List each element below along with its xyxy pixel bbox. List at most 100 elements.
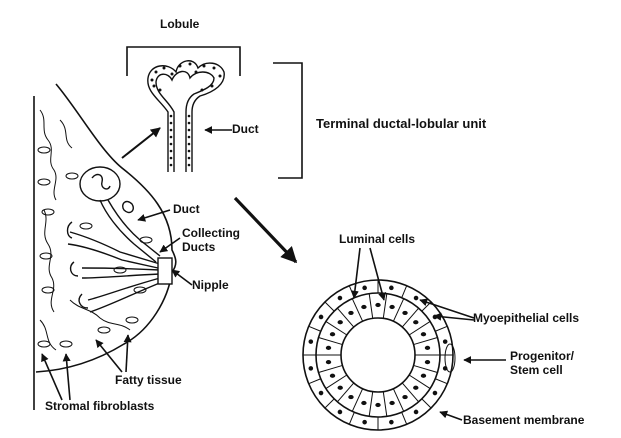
duct-cell bbox=[170, 129, 173, 132]
luminal-cell-wall bbox=[352, 299, 362, 322]
fatty-tissue-label: Fatty tissue bbox=[115, 374, 182, 388]
luminal-cells-label: Luminal cells bbox=[339, 233, 415, 247]
myoepithelial-cell-nucleus bbox=[338, 296, 342, 300]
myoepithelial-cell-wall bbox=[435, 326, 447, 331]
luminal-cell-wall bbox=[369, 392, 373, 417]
nipple-label: Nipple bbox=[192, 279, 229, 293]
luminal-cell-nucleus bbox=[403, 311, 407, 314]
tdlu-bracket bbox=[273, 63, 302, 178]
luminal-cell-nucleus bbox=[421, 374, 425, 377]
luminal-cell-nucleus bbox=[376, 303, 380, 306]
myoepithelial-cell-nucleus bbox=[390, 420, 394, 424]
luminal-cell-nucleus bbox=[326, 346, 330, 349]
duct-cell bbox=[170, 136, 173, 139]
myoepithelial-cells-label: Myoepithelial cells bbox=[473, 312, 579, 326]
luminal-cell-wall bbox=[414, 338, 438, 345]
luminal-cell-wall bbox=[319, 365, 343, 372]
lobule-cell bbox=[195, 71, 198, 74]
myoepithelial-cell-nucleus bbox=[319, 315, 323, 319]
luminal-cell-wall bbox=[383, 392, 387, 417]
luminal-cell-wall bbox=[409, 321, 430, 335]
luminal-cell-nucleus bbox=[362, 401, 366, 404]
lobule-cell bbox=[159, 89, 162, 92]
myoepithelial-cell-nucleus bbox=[414, 296, 418, 300]
collecting-ducts-label: Collecting Ducts bbox=[182, 227, 240, 255]
lobule-cell bbox=[163, 67, 166, 70]
myoepithelial-cell-wall bbox=[309, 326, 321, 331]
duct-cell bbox=[188, 129, 191, 132]
lobule-cell bbox=[153, 85, 156, 88]
duct-cell bbox=[188, 143, 191, 146]
progenitor-line2: Stem cell bbox=[510, 364, 574, 378]
myoepithelial-cell-wall bbox=[325, 399, 334, 408]
luminal-cell-wall bbox=[326, 375, 347, 389]
luminal-cell-nucleus bbox=[425, 361, 429, 364]
fat-cells bbox=[38, 147, 152, 347]
luminal-cell-nucleus bbox=[376, 403, 380, 406]
myoepithelial-cell-wall bbox=[325, 302, 334, 311]
luminal-cell-nucleus bbox=[326, 361, 330, 364]
lobule-cell bbox=[179, 65, 182, 68]
luminal-cell-wall bbox=[409, 375, 430, 389]
luminal-cell-nucleus bbox=[349, 395, 353, 398]
duct-cell bbox=[170, 115, 173, 118]
myoepithelial-cell-wall bbox=[402, 412, 407, 424]
luminal-cell-nucleus bbox=[414, 321, 418, 324]
luminal-cell-nucleus bbox=[403, 395, 407, 398]
duct-cell bbox=[188, 157, 191, 160]
luminal-cell-nucleus bbox=[390, 401, 394, 404]
duct-cell bbox=[188, 122, 191, 125]
lobule-cell bbox=[213, 67, 216, 70]
myoepithelial-cell-nucleus bbox=[338, 410, 342, 414]
cross-section-arrows bbox=[354, 248, 506, 420]
duct-cell bbox=[170, 143, 173, 146]
luminal-cell-nucleus bbox=[330, 333, 334, 336]
luminal-cell-nucleus bbox=[338, 386, 342, 389]
myoepithelial-cell-wall bbox=[349, 412, 354, 424]
myoepithelial-cell-nucleus bbox=[433, 391, 437, 395]
luminal-cell-wall bbox=[352, 389, 362, 412]
myoepithelial-cell-nucleus bbox=[309, 340, 313, 344]
duct-cell bbox=[188, 150, 191, 153]
luminal-cell-wall bbox=[393, 389, 403, 412]
progenitor-line1: Progenitor/ bbox=[510, 350, 574, 364]
luminal-cell-nucleus bbox=[390, 305, 394, 308]
stroma-lines bbox=[40, 110, 130, 350]
myoepithelial-cell-wall bbox=[422, 399, 431, 408]
luminal-cell-nucleus bbox=[349, 311, 353, 314]
myoepithelial-cell-nucleus bbox=[319, 391, 323, 395]
myoepithelial-cell-wall bbox=[309, 379, 321, 384]
lobule-cell bbox=[155, 71, 158, 74]
luminal-cell-nucleus bbox=[425, 346, 429, 349]
luminal-cell-wall bbox=[326, 321, 347, 335]
myoepithelial-cell-nucleus bbox=[443, 340, 447, 344]
breast-label-arrows bbox=[42, 210, 192, 400]
duct-cell bbox=[170, 164, 173, 167]
duct-cell bbox=[170, 150, 173, 153]
myoepithelial-cell-nucleus bbox=[363, 420, 367, 424]
myoepithelial-cell-nucleus bbox=[390, 286, 394, 290]
lobule-cell bbox=[151, 79, 154, 82]
luminal-cell-wall bbox=[319, 338, 343, 345]
luminal-cell-nucleus bbox=[421, 333, 425, 336]
duct-cell bbox=[188, 164, 191, 167]
luminal-cell-nucleus bbox=[414, 386, 418, 389]
luminal-cell-nucleus bbox=[330, 374, 334, 377]
duct-cell bbox=[170, 157, 173, 160]
collecting-ducts-line1: Collecting bbox=[182, 227, 240, 241]
lobule-drawing bbox=[148, 61, 224, 172]
myoepithelial-cell-wall bbox=[435, 379, 447, 384]
progenitor-stem-cell-label: Progenitor/ Stem cell bbox=[510, 350, 574, 378]
lobule-cell bbox=[171, 73, 174, 76]
myoepithelial-cell-nucleus bbox=[309, 367, 313, 371]
lobule-cell bbox=[201, 89, 204, 92]
lobule-cell bbox=[189, 63, 192, 66]
lobule-cell bbox=[203, 65, 206, 68]
duct-cell bbox=[188, 136, 191, 139]
myoepithelial-cell-nucleus bbox=[363, 286, 367, 290]
arrow-to-cross-section bbox=[235, 198, 296, 262]
duct-cell bbox=[188, 115, 191, 118]
luminal-cell-wall bbox=[393, 299, 403, 322]
luminal-cell-wall bbox=[369, 294, 373, 319]
